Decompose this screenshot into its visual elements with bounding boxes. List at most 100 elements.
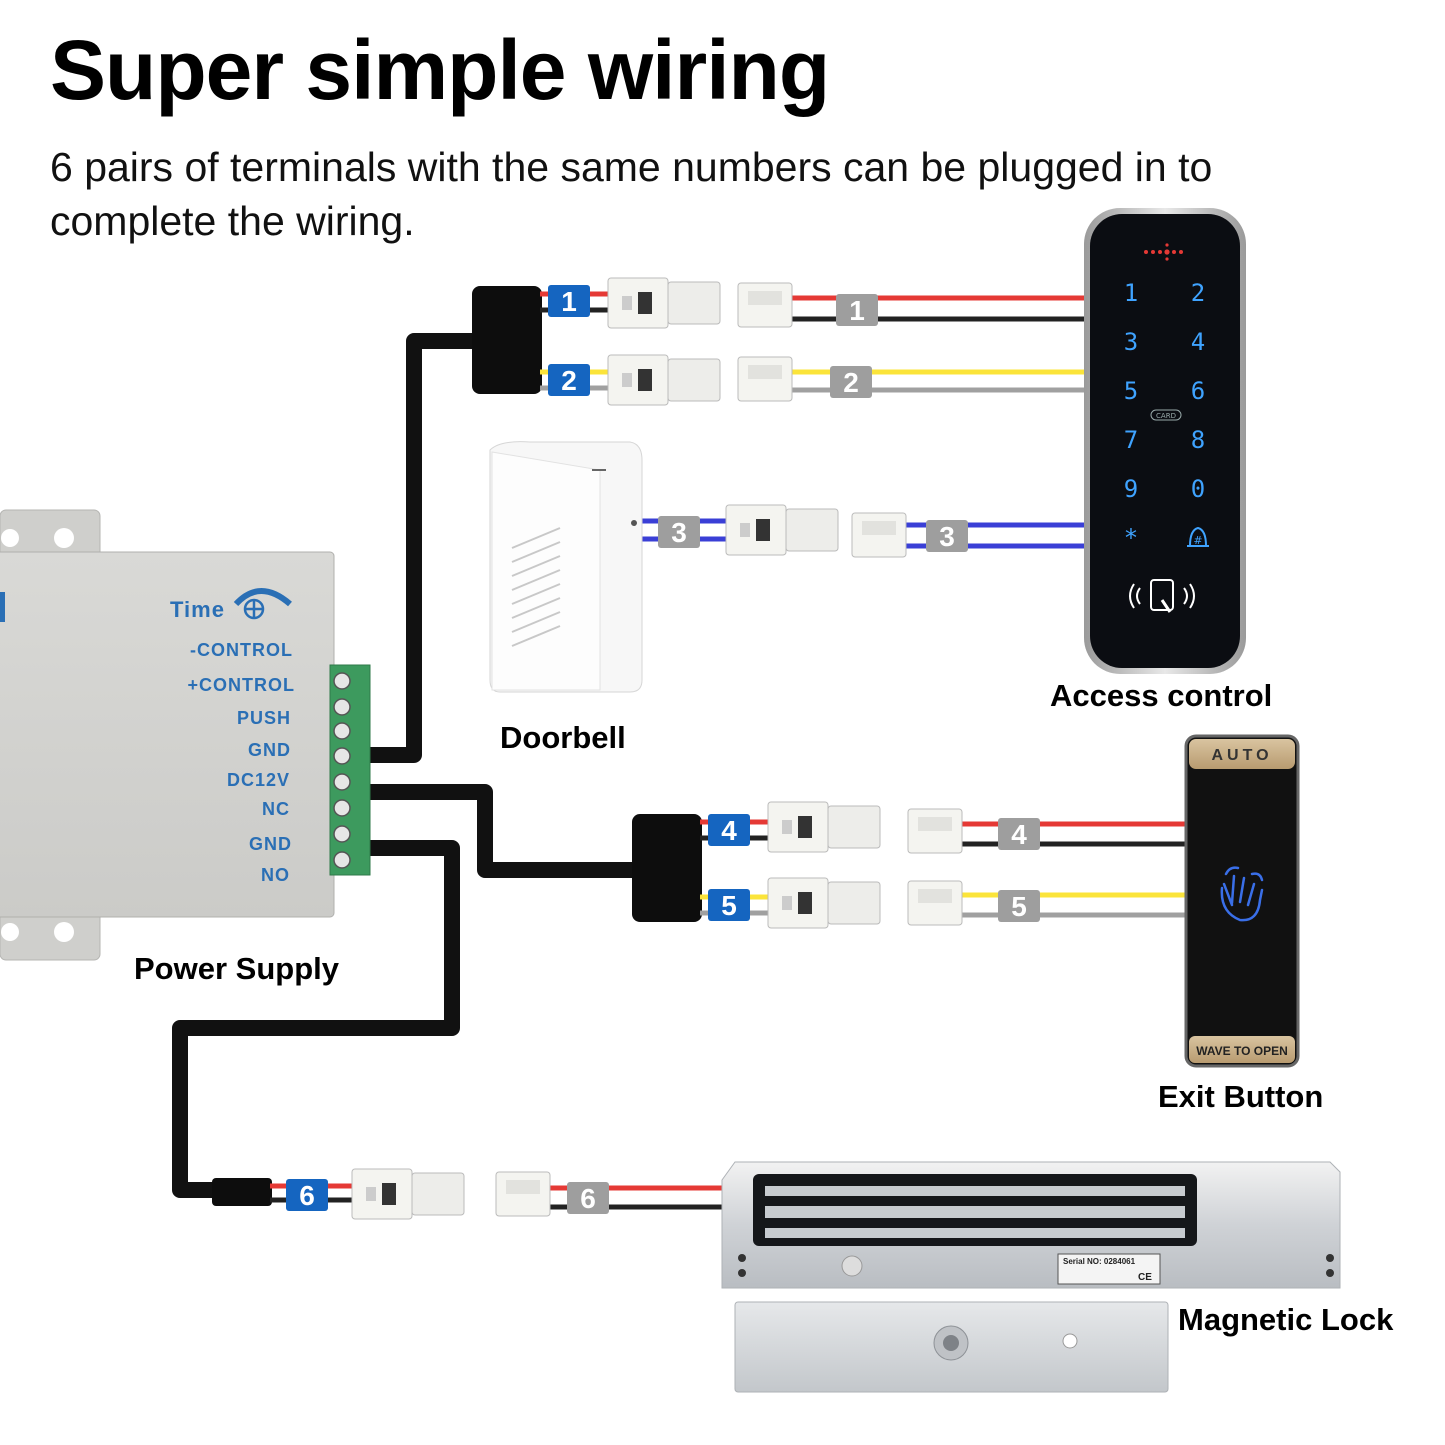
doorbell-label: Doorbell: [500, 720, 626, 755]
keypad-key-bell-icon[interactable]: #: [1187, 526, 1209, 547]
cable-splitter-2: [632, 814, 702, 922]
psu-terminal-block: [329, 664, 371, 876]
cable-psu-to-keypad: [368, 333, 475, 763]
connector-female-2: [737, 356, 793, 402]
tag-gray-1-label: 1: [849, 295, 865, 326]
psu-terminal-label: +CONTROL: [187, 675, 295, 695]
tag-gray-1: [836, 294, 878, 326]
keypad-key-4[interactable]: 4: [1191, 328, 1205, 356]
psu-terminal-label: NC: [262, 799, 290, 819]
cable-psu-to-exit-button: [368, 784, 636, 878]
psu-terminal-label: -CONTROL: [190, 640, 293, 660]
tag-gray-3b: [926, 520, 968, 552]
doorbell-front-face: [491, 451, 601, 691]
connector-female-6: [495, 1171, 551, 1217]
card-reader-icon: [1129, 579, 1195, 613]
cable-splitter-3: [212, 1178, 272, 1206]
connector-male-3: [725, 504, 839, 556]
keypad-key-3[interactable]: 3: [1124, 328, 1138, 356]
keypad-key-9[interactable]: 9: [1124, 475, 1138, 503]
wave-hand-icon[interactable]: [1220, 866, 1264, 922]
tag-blue-1: [548, 285, 590, 317]
psu-indicator: [0, 592, 5, 622]
access-control-keypad: 1 2 3 4 5 6 7 8 9 0 * # CARD: [1084, 208, 1246, 674]
connector-female-1: [737, 282, 793, 328]
tag-blue-4-label: 4: [721, 815, 737, 846]
keypad-key-2[interactable]: 2: [1191, 279, 1205, 307]
exit-button-frame: [1184, 734, 1300, 1068]
wire-pair-5b: [962, 892, 1190, 918]
power-supply-label: Power Supply: [134, 951, 339, 986]
psu-terminal-screws: [333, 672, 351, 869]
exit-button-top-strip: [1189, 739, 1295, 769]
connector-male-1: [607, 277, 721, 329]
keypad-key-0[interactable]: 0: [1191, 475, 1205, 503]
lock-nameplate: [1057, 1253, 1161, 1285]
keypad-card-badge: [1150, 409, 1182, 421]
tag-gray-6-label: 6: [580, 1183, 596, 1214]
tag-gray-6: [567, 1182, 609, 1214]
tag-gray-2-label: 2: [843, 367, 859, 398]
exit-button-bottom-strip: [1189, 1036, 1295, 1063]
power-supply: Time -CONTROL +CONTROL PUSH GND DC12V NC…: [0, 509, 371, 961]
magnetic-lock-label: Magnetic Lock: [1178, 1302, 1394, 1337]
tag-blue-1-label: 1: [561, 286, 577, 317]
connector-male-2: [607, 354, 721, 406]
keypad-key-hash: #: [1193, 534, 1202, 547]
tag-gray-2: [830, 366, 872, 398]
psu-body: [0, 551, 335, 918]
tag-blue-6-label: 6: [299, 1180, 315, 1211]
exit-button-bottom-label: WAVE TO OPEN: [1196, 1044, 1288, 1058]
cable-psu-to-lock: [172, 840, 460, 1198]
psu-terminal-label: DC12V: [227, 770, 290, 790]
keypad-key-5[interactable]: 5: [1124, 377, 1138, 405]
access-control-label: Access control: [1050, 678, 1273, 713]
page-subtitle: 6 pairs of terminals with the same numbe…: [50, 144, 1213, 244]
keypad-card-label: CARD: [1156, 412, 1176, 420]
psu-screw-hole-4: [1, 923, 19, 941]
connector-female-5: [907, 880, 963, 926]
armature-pin-hole: [1062, 1333, 1078, 1349]
keypad-key-star[interactable]: *: [1124, 524, 1138, 552]
psu-terminal-label: PUSH: [237, 708, 291, 728]
connector-male-6: [351, 1168, 465, 1220]
tag-gray-3b-label: 3: [939, 521, 955, 552]
doorbell-speaker-grille: [511, 527, 561, 647]
keypad-key-1[interactable]: 1: [1124, 279, 1138, 307]
wire-pair-4b: [962, 821, 1190, 847]
tag-blue-6: [286, 1179, 328, 1211]
exit-button: AUTO WAVE TO OPEN: [1184, 734, 1300, 1068]
page-title: Super simple wiring: [50, 23, 830, 117]
keypad-key-7[interactable]: 7: [1124, 426, 1138, 454]
tag-gray-5: [998, 890, 1040, 922]
psu-screw-hole-2: [54, 922, 74, 942]
tag-gray-4-label: 4: [1011, 819, 1027, 850]
keypad-key-8[interactable]: 8: [1191, 426, 1205, 454]
lock-serial-text: Serial NO: 0284061: [1063, 1257, 1136, 1266]
connector-female-4: [907, 808, 963, 854]
connector-male-5: [767, 877, 881, 929]
exit-button-label: Exit Button: [1158, 1079, 1324, 1114]
tag-blue-2: [548, 364, 590, 396]
connector-male-4: [767, 801, 881, 853]
wire-pair-1b: [790, 295, 1088, 322]
psu-time-adjust-icon: [233, 588, 292, 620]
psu-terminal-label: GND: [249, 834, 292, 854]
connector-female-3: [851, 512, 907, 558]
cable-splitter-1: [472, 286, 542, 394]
exit-button-top-label: AUTO: [1211, 747, 1272, 764]
magnetic-lock: Serial NO: 0284061 CE: [721, 1161, 1341, 1393]
lock-status-led: [841, 1255, 863, 1277]
tag-gray-5-label: 5: [1011, 891, 1027, 922]
tag-gray-3a: [658, 516, 700, 548]
lock-ce-mark: CE: [1138, 1272, 1152, 1283]
tag-gray-4: [998, 818, 1040, 850]
tag-blue-5-label: 5: [721, 890, 737, 921]
psu-time-label: Time: [170, 597, 225, 622]
tag-gray-3a-label: 3: [671, 517, 687, 548]
psu-screw-hole-1: [54, 528, 74, 548]
keypad-status-leds: [1144, 243, 1183, 261]
tag-blue-4: [708, 814, 750, 846]
keypad-key-6[interactable]: 6: [1191, 377, 1205, 405]
